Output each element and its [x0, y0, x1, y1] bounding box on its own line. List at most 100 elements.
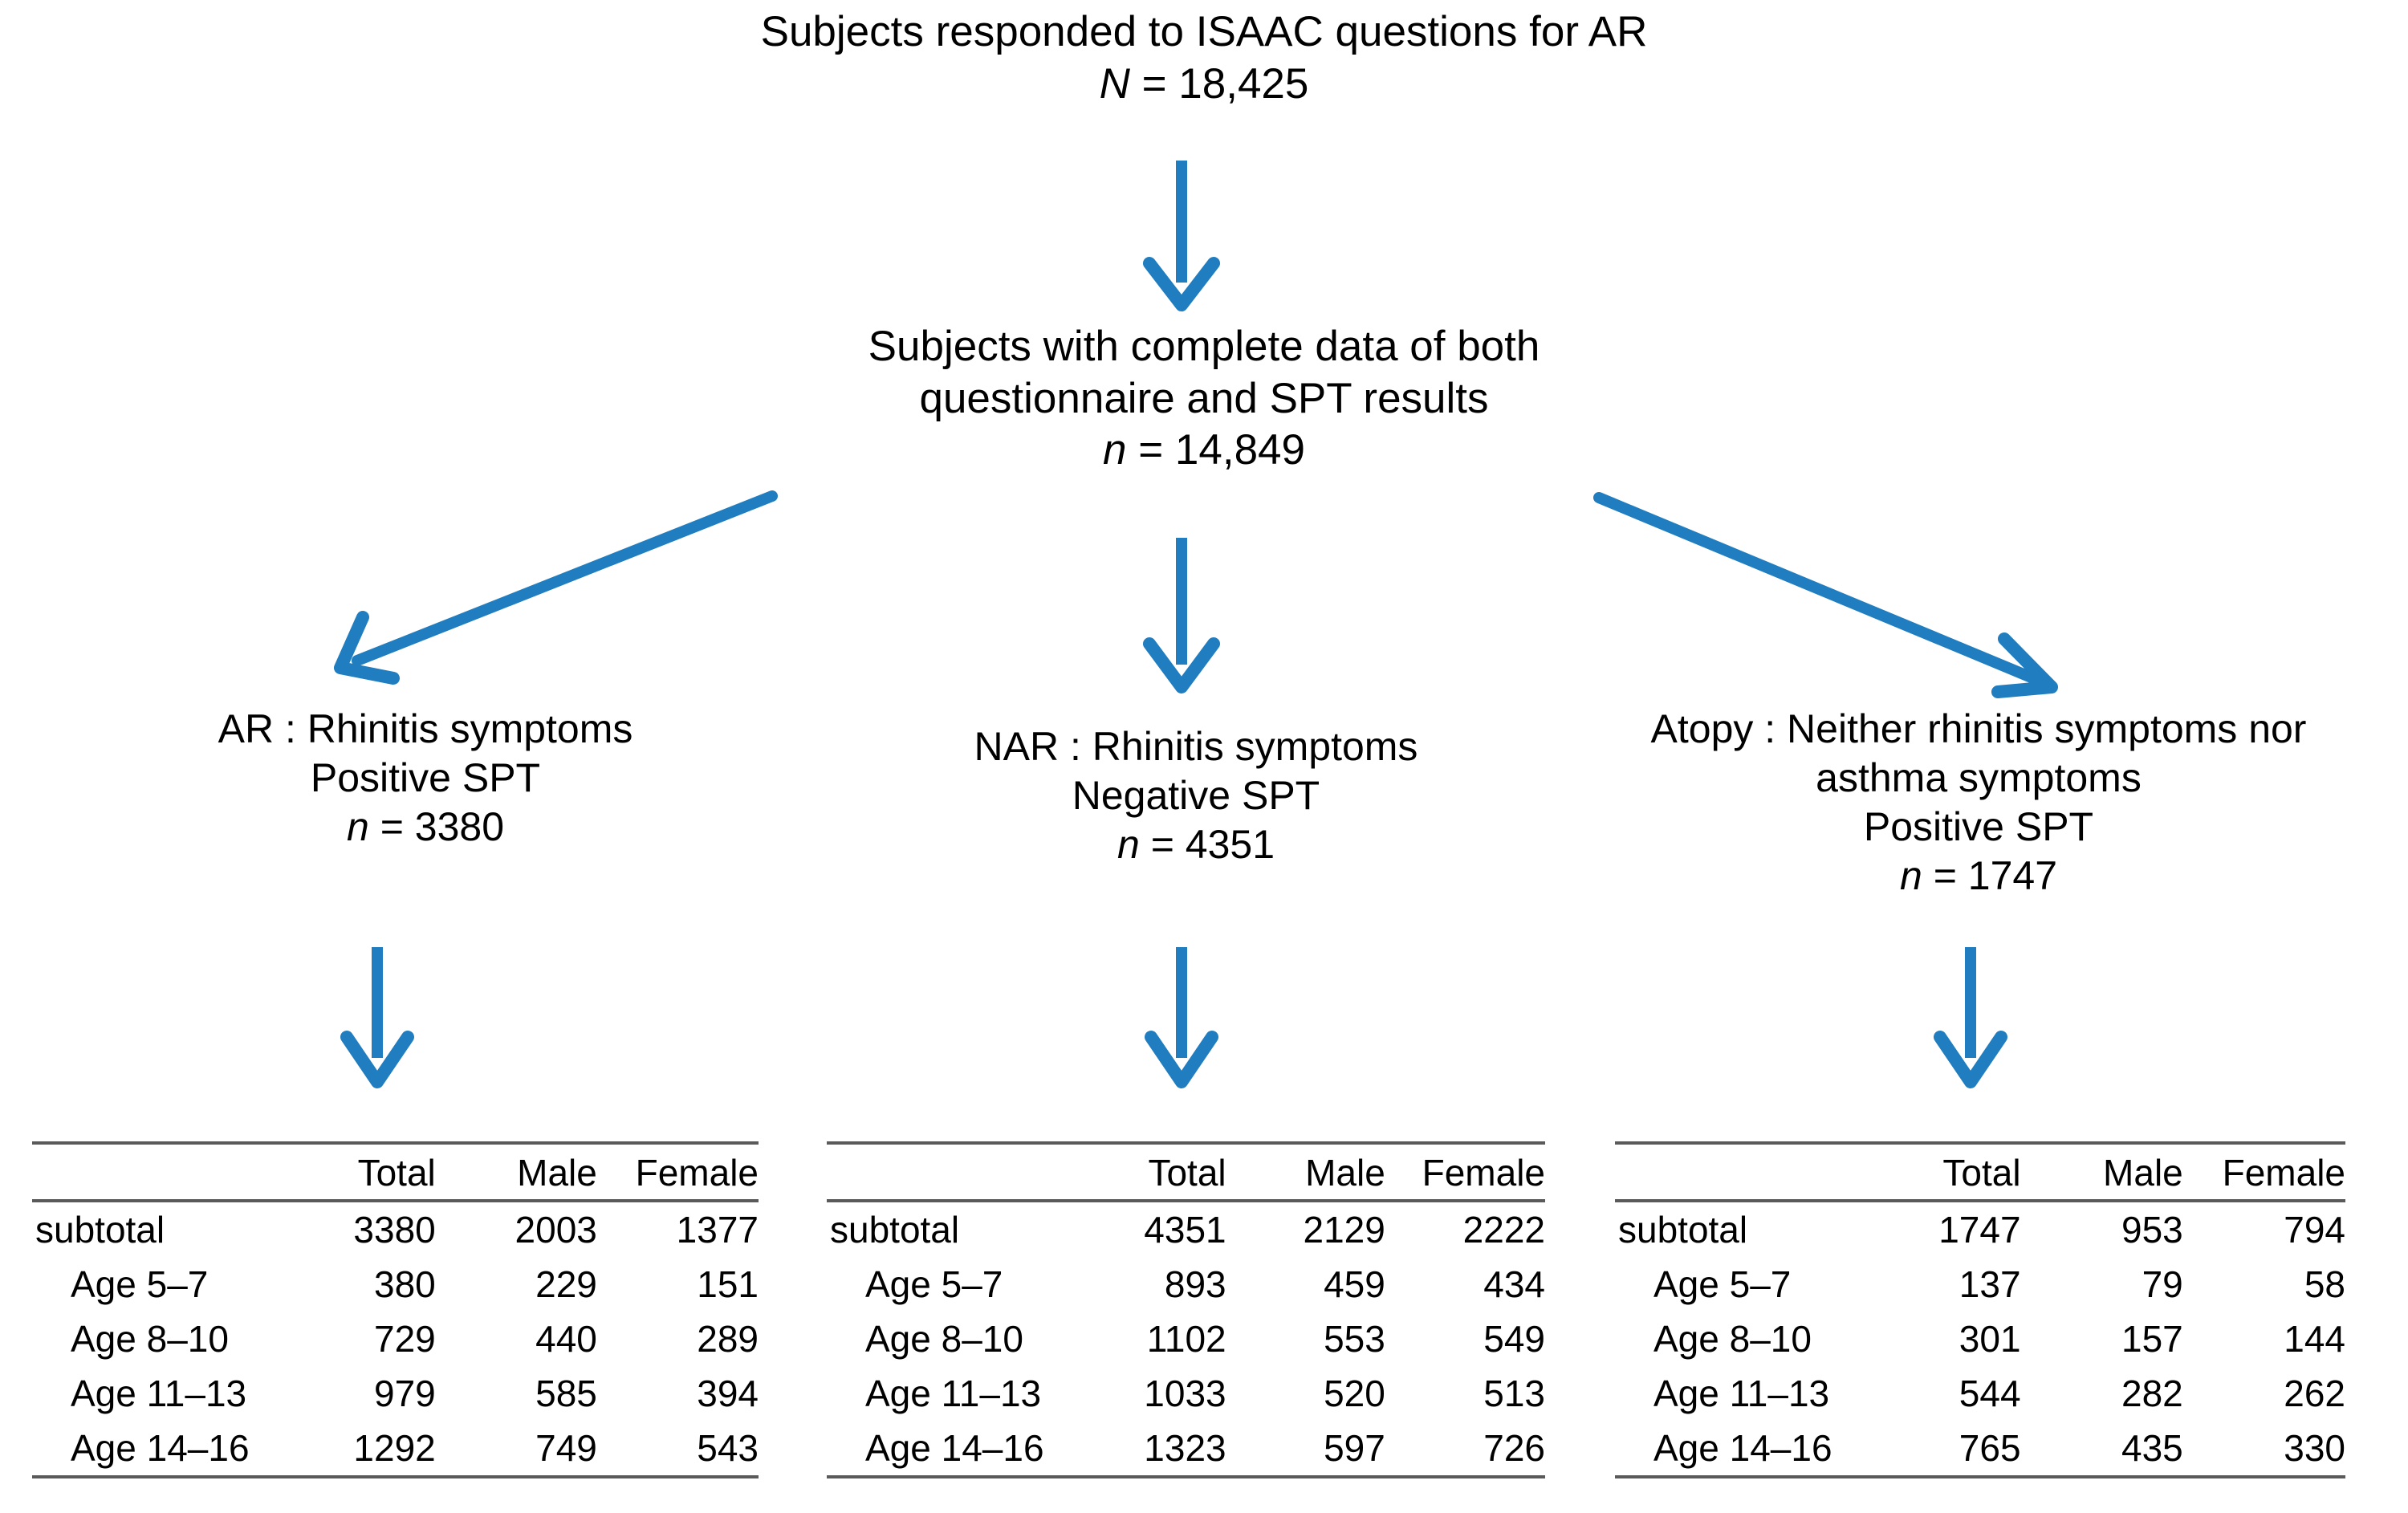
node-nar-symbol: n: [1117, 822, 1140, 867]
table-atopy-col-header: Male: [2020, 1141, 2183, 1202]
arrow-ar-to-table: [340, 947, 414, 1088]
node-root-count: N = 18,425: [562, 59, 1846, 111]
node-complete-line1: Subjects with complete data of both: [868, 323, 1540, 370]
table-ar-col-header: Total: [274, 1141, 436, 1202]
node-atopy-value: 1747: [1967, 853, 2058, 898]
table-nar-row-label: Age 8–10: [865, 1318, 1023, 1360]
table-nar-col-header: [827, 1141, 1068, 1202]
table-atopy-row-label: Age 5–7: [1653, 1263, 1792, 1305]
table-atopy-cell-total: 137: [1959, 1263, 2021, 1305]
table-ar-cell-male: 229: [535, 1263, 597, 1305]
table-ar-cell-female: 394: [697, 1373, 759, 1414]
table-ar-cell-total: 1292: [274, 1421, 436, 1478]
node-ar-line1: AR : Rhinitis symptoms: [218, 706, 633, 751]
table-ar-cell-male: 2003: [515, 1209, 597, 1251]
node-nar-value: 4351: [1185, 822, 1275, 867]
node-complete-count: n = 14,849: [722, 425, 1686, 477]
table-row: Age 5–7 137 79 58: [1615, 1257, 2345, 1312]
arrow-complete-to-nar: [1143, 538, 1220, 693]
table-nar-row-label: Age 11–13: [865, 1373, 1042, 1414]
table-nar-cell-female: 434: [1483, 1263, 1545, 1305]
table-ar-row-label: Age 14–16: [32, 1421, 275, 1478]
table-ar-col-header: Female: [596, 1141, 759, 1202]
table-ar-cell-male: 585: [535, 1373, 597, 1414]
table-nar-cell-male: 2129: [1303, 1209, 1385, 1251]
node-atopy-symbol: n: [1899, 853, 1922, 898]
table-ar-col-header: [32, 1141, 275, 1202]
table-ar-cell-female: 543: [596, 1421, 759, 1478]
table-row: subtotal 1747 953 794: [1615, 1201, 2345, 1257]
table-ar-row-label: Age 8–10: [71, 1318, 229, 1360]
table-atopy-cell-male: 953: [2121, 1209, 2183, 1251]
node-complete-data: Subjects with complete data of both ques…: [722, 321, 1686, 477]
table-atopy-cell-female: 330: [2182, 1421, 2345, 1478]
table-ar-row-label: subtotal: [35, 1209, 165, 1251]
table-nar-cell-male: 597: [1226, 1421, 1385, 1478]
table-atopy-row-label: Age 14–16: [1615, 1421, 1859, 1478]
node-root-line1: Subjects responded to ISAAC questions fo…: [760, 8, 1648, 55]
table-nar-cell-female: 513: [1483, 1373, 1545, 1414]
table-ar-cell-male: 749: [435, 1421, 597, 1478]
arrow-root-to-complete: [1143, 161, 1220, 311]
table-nar-row-label: Age 14–16: [827, 1421, 1068, 1478]
arrow-atopy-to-table: [1934, 947, 2007, 1088]
table-atopy-cell-female: 58: [2304, 1263, 2345, 1305]
table-atopy-col-header: [1615, 1141, 1859, 1202]
table-nar-cell-total: 1033: [1144, 1373, 1226, 1414]
table-nar-cell-male: 520: [1324, 1373, 1385, 1414]
node-nar: NAR : Rhinitis symptoms Negative SPT n =…: [851, 722, 1541, 869]
table-atopy-cell-female: 794: [2284, 1209, 2345, 1251]
node-complete-symbol: n: [1103, 426, 1127, 474]
table-atopy-col-header: Total: [1858, 1141, 2021, 1202]
table-ar-cell-male: 440: [535, 1318, 597, 1360]
arrow-complete-to-ar: [334, 490, 778, 685]
node-atopy-count: n = 1747: [1549, 852, 2408, 901]
arrow-complete-to-atopy: [1593, 492, 2058, 698]
node-nar-line2: Negative SPT: [1072, 773, 1320, 818]
table-ar-cell-female: 1377: [676, 1209, 759, 1251]
table-atopy-row-label: subtotal: [1618, 1209, 1748, 1251]
table-nar-row-label: Age 5–7: [865, 1263, 1003, 1305]
node-ar: AR : Rhinitis symptoms Positive SPT n = …: [88, 705, 763, 852]
node-atopy-line3: Positive SPT: [1863, 804, 2094, 849]
table-nar-cell-total: 1323: [1067, 1421, 1226, 1478]
table-ar-row-label: Age 11–13: [71, 1373, 247, 1414]
node-ar-value: 3380: [414, 804, 505, 849]
table-atopy-cell-male: 79: [2142, 1263, 2183, 1305]
table-atopy-cell-male: 282: [2121, 1373, 2183, 1414]
table-atopy-cell-male: 157: [2121, 1318, 2183, 1360]
table-row: subtotal 3380 2003 1377: [32, 1201, 759, 1257]
table-atopy-cell-total: 1747: [1938, 1209, 2021, 1251]
table-nar-cell-male: 459: [1324, 1263, 1385, 1305]
table-nar-row-label: subtotal: [830, 1209, 960, 1251]
node-ar-count: n = 3380: [88, 803, 763, 852]
table-atopy-cell-female: 262: [2284, 1373, 2345, 1414]
table-atopy-cell-total: 301: [1959, 1318, 2021, 1360]
node-ar-line2: Positive SPT: [310, 755, 541, 800]
node-complete-value: 14,849: [1174, 426, 1305, 474]
table-ar-cell-total: 3380: [353, 1209, 436, 1251]
node-root-value: 18,425: [1178, 59, 1309, 108]
table-nar-cell-total: 4351: [1144, 1209, 1226, 1251]
table-ar-row-label: Age 5–7: [71, 1263, 209, 1305]
node-nar-count: n = 4351: [851, 820, 1541, 869]
table-row: Age 11–13 1033 520 513: [827, 1366, 1545, 1421]
table-atopy-cell-total: 765: [1858, 1421, 2021, 1478]
node-root-subjects: Subjects responded to ISAAC questions fo…: [562, 6, 1846, 110]
node-ar-symbol: n: [346, 804, 369, 849]
node-nar-eq: =: [1139, 822, 1186, 867]
table-ar-cell-total: 729: [374, 1318, 436, 1360]
table-nar-col-header: Male: [1226, 1141, 1385, 1202]
